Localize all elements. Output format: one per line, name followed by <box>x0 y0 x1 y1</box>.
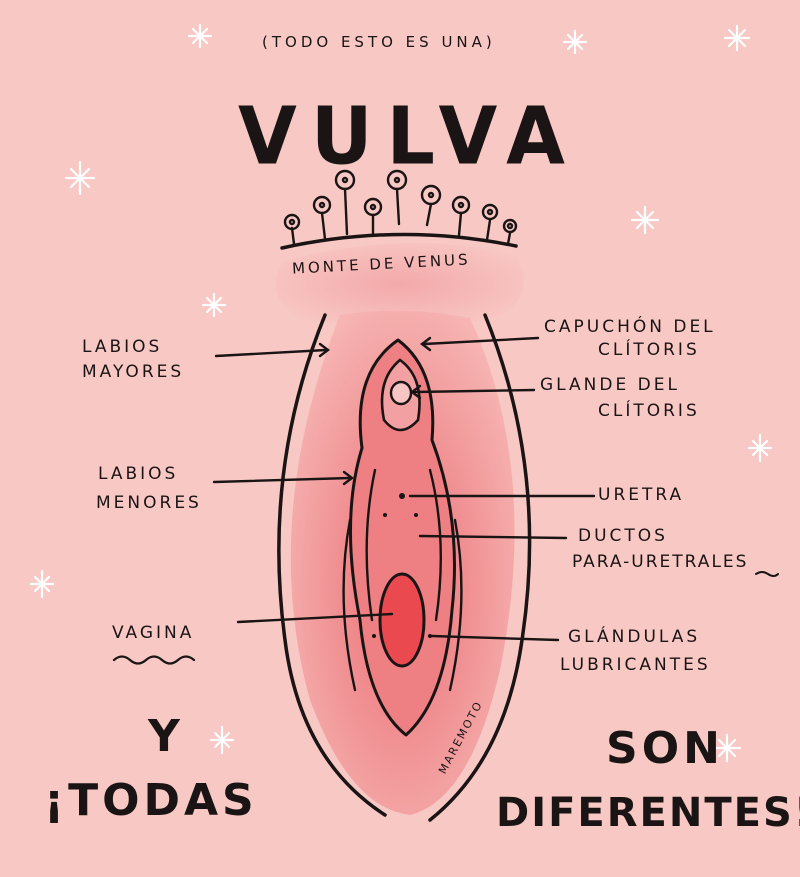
label-labios-menores-1: LABIOS <box>98 464 179 484</box>
footer-y: Y <box>148 711 184 762</box>
subtitle: (TODO ESTO ES UNA) <box>262 33 496 51</box>
monte-de-venus-shape <box>275 243 524 326</box>
footer-diferentes: DIFERENTES! <box>496 790 800 836</box>
ducto-dot-right <box>414 513 418 517</box>
sparkle-icons <box>29 23 773 763</box>
glandula-dot-right <box>428 634 432 638</box>
glandula-dot-left <box>372 634 376 638</box>
label-labios-mayores-1: LABIOS <box>82 337 163 357</box>
label-glandulas-1: GLÁNDULAS <box>568 627 701 647</box>
vagina-underline <box>112 655 196 665</box>
label-capuchon-1: CAPUCHÓN DEL <box>544 317 716 337</box>
ducto-dot-left <box>383 513 387 517</box>
leader-lines <box>212 336 596 642</box>
label-capuchon-2: CLÍTORIS <box>598 340 700 360</box>
label-vagina: VAGINA <box>112 623 195 643</box>
label-uretra: URETRA <box>598 485 685 505</box>
ductos-underline <box>755 571 779 577</box>
label-labios-mayores-2: MAYORES <box>82 362 185 382</box>
footer-son: SON <box>606 723 724 774</box>
labios-menores-folds <box>342 468 463 692</box>
label-glandulas-2: LUBRICANTES <box>560 655 711 675</box>
label-glande-1: GLANDE DEL <box>540 375 680 395</box>
label-labios-menores-2: MENORES <box>96 493 202 513</box>
label-glande-2: CLÍTORIS <box>598 401 700 421</box>
page-title: VULVA <box>238 88 579 183</box>
footer-todas: ¡TODAS <box>44 775 258 826</box>
glande-del-clitoris <box>389 380 413 406</box>
flower-icons <box>283 169 518 246</box>
uretra-dot <box>399 493 405 499</box>
label-ductos-2: PARA-URETRALES <box>572 552 749 572</box>
vagina-opening <box>378 572 426 668</box>
labios-mayores-outline-left <box>277 313 387 817</box>
labios-mayores-outline-right <box>428 313 532 822</box>
label-ductos-1: DUCTOS <box>578 526 668 546</box>
